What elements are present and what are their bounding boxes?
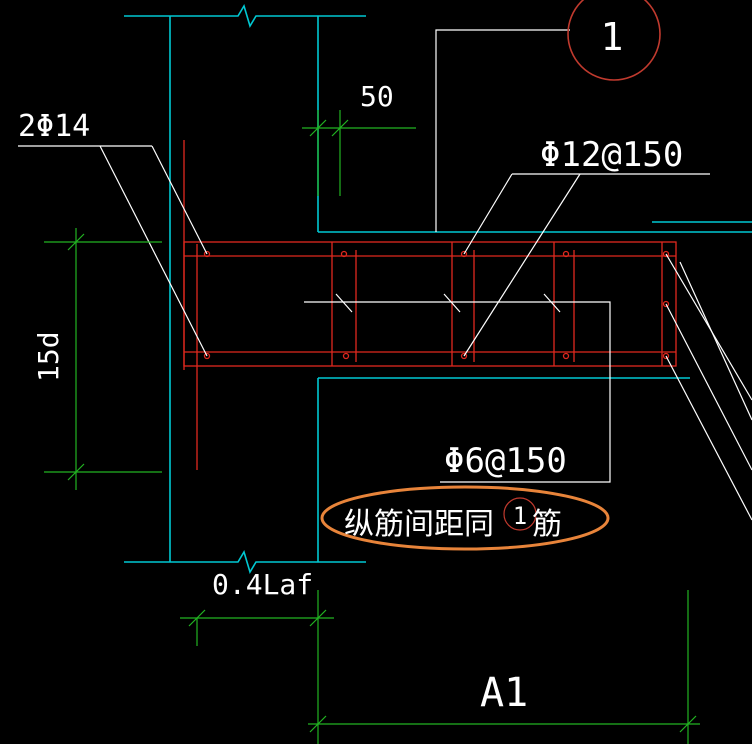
leader-right-b: [665, 303, 752, 471]
note-detail-circle: [503, 497, 537, 531]
bar-dot: [203, 352, 211, 360]
dim-tick: [188, 609, 206, 627]
leader-stirrup-b: [463, 173, 581, 357]
leader-right-c: [665, 355, 752, 521]
label-stirrup: Φ12@150: [540, 135, 683, 175]
detail-number: 1: [601, 15, 624, 59]
note-suffix: 筋: [532, 507, 562, 542]
rebar-cage: [183, 140, 677, 470]
dim-tick: [309, 119, 327, 137]
label-tie-bar: Φ6@150: [444, 441, 567, 481]
dim-tick: [309, 609, 327, 627]
tie-tick: [543, 293, 561, 313]
outer-stirrup: [183, 241, 677, 367]
bar-dot: [342, 352, 350, 360]
detail-circle: [567, 0, 661, 81]
bar-dot: [562, 352, 570, 360]
bar-dot: [460, 250, 468, 258]
note-detail-number: 1: [513, 502, 527, 530]
bar-dot: [203, 250, 211, 258]
bar-dot: [460, 352, 468, 360]
bar-dot: [340, 250, 348, 258]
dim-tick: [679, 715, 697, 733]
bar-dot: [662, 352, 670, 360]
detail-leader: [435, 29, 570, 232]
note-text: 纵筋间距同: [344, 507, 494, 542]
dim-tick: [67, 463, 85, 481]
dim-tick: [309, 715, 327, 733]
label-dim-15d: 15d: [32, 331, 65, 382]
tie-tick: [443, 293, 461, 313]
label-dim-04laf: 0.4Laf: [212, 568, 313, 601]
label-dim-a1: A1: [480, 670, 528, 716]
label-2phi14: 2Φ14: [18, 109, 90, 144]
dim-tick: [331, 119, 349, 137]
highlight-ellipse: [320, 485, 610, 551]
tie-tick: [335, 293, 353, 313]
dimensions: [44, 110, 700, 744]
leader-right-d: [679, 261, 752, 421]
bar-dot: [662, 300, 670, 308]
label-dim-50: 50: [360, 80, 394, 113]
break-line-top: [124, 4, 366, 28]
bar-dot: [562, 250, 570, 258]
leader-2phi14-a: [151, 145, 208, 255]
leaders: [18, 145, 752, 521]
leader-2phi14-b: [99, 145, 208, 357]
tie-bar-leader: [304, 301, 611, 483]
dim-tick: [67, 233, 85, 251]
break-line-bottom: [124, 550, 366, 574]
rebar-dots: [203, 250, 670, 360]
leader-stirrup-a: [463, 173, 513, 255]
wall-outline: [124, 4, 752, 574]
bar-dot: [662, 250, 670, 258]
